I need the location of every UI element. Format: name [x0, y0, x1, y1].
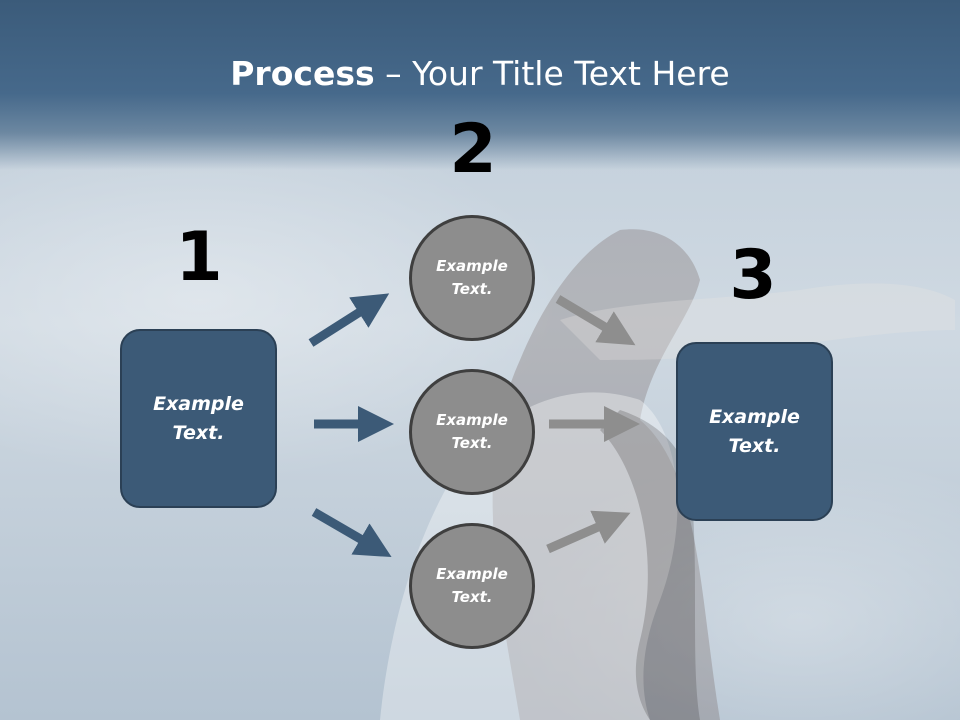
slide-title: Process – Your Title Text Here — [0, 52, 960, 96]
step-3-box: Example Text. — [676, 342, 833, 521]
step-3-label: Example Text. — [709, 405, 800, 457]
arrow-top-to-3 — [555, 295, 636, 346]
step-1-box: Example Text. — [120, 329, 277, 508]
step-2-circle-middle: Example Text. — [409, 369, 535, 495]
step-number-3: 3 — [729, 236, 777, 315]
arrow-1-to-top — [308, 293, 390, 347]
title-rest: – Your Title Text Here — [374, 54, 730, 93]
arrow-1-to-bottom — [311, 508, 392, 558]
step-2-circle-top: Example Text. — [409, 215, 535, 341]
step-2-circle-bottom-label: Example Text. — [436, 565, 508, 606]
step-2-circle-bottom: Example Text. — [409, 523, 535, 649]
title-bold: Process — [230, 54, 375, 93]
step-2-circle-top-label: Example Text. — [436, 257, 508, 298]
step-1-label: Example Text. — [153, 392, 244, 444]
title-band — [0, 0, 960, 170]
arrow-bottom-to-3 — [546, 510, 631, 554]
step-number-1: 1 — [175, 218, 223, 297]
step-number-2: 2 — [449, 110, 497, 189]
step-2-circle-middle-label: Example Text. — [436, 411, 508, 452]
